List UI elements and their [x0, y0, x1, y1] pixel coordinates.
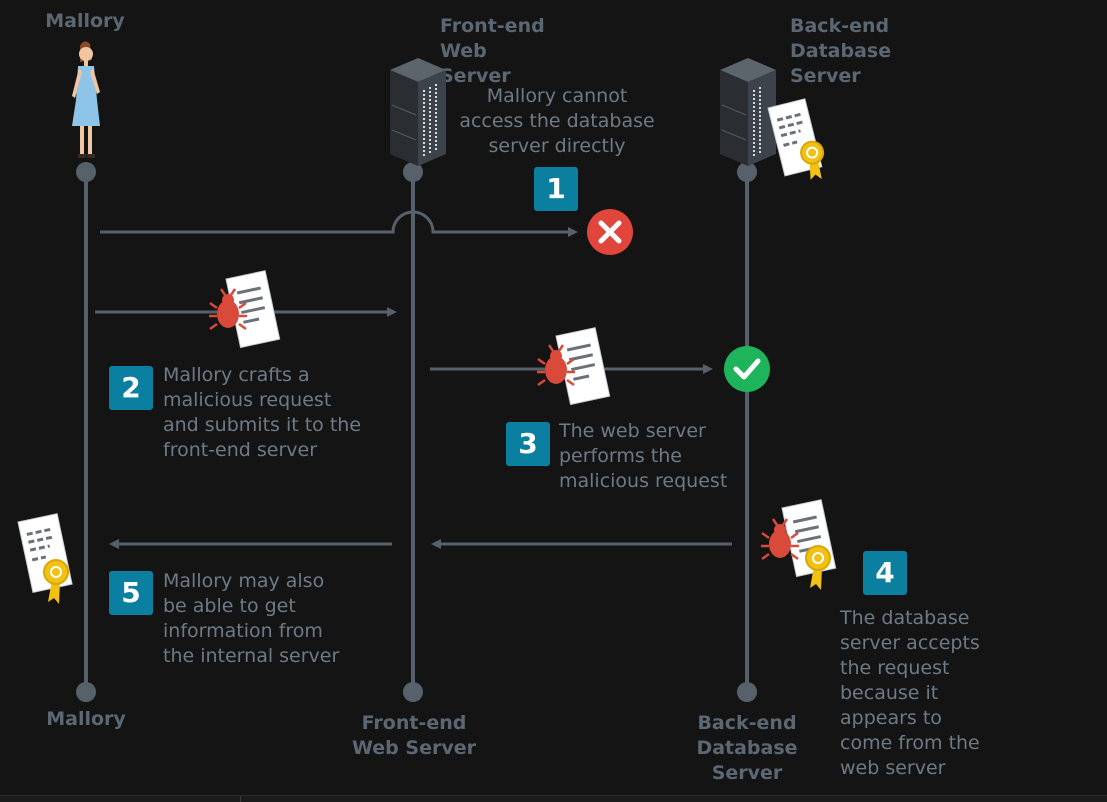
success-icon [724, 346, 770, 392]
bottom-divider [0, 795, 1107, 802]
lifeline-mallory [76, 162, 96, 702]
leaked-certificate-icon [17, 513, 73, 594]
step-badge-3: 3 [506, 422, 550, 466]
lifeline-frontend [403, 162, 423, 702]
step-badge-1: 1 [534, 167, 578, 211]
bug-icon [209, 288, 247, 331]
lifeline-backend [737, 162, 757, 702]
bug-icon [761, 518, 799, 561]
step-badge-4: 4 [863, 551, 907, 595]
divider-tick [240, 796, 241, 802]
actor-label-mallory-bottom: Mallory [46, 708, 126, 730]
backend-server-icon [720, 58, 776, 166]
actor-label-frontend-bottom: Front-end Web Server [352, 712, 476, 759]
step-badge-5: 5 [109, 571, 153, 615]
step-text-1: Mallory cannot access the database serve… [459, 85, 655, 157]
actor-label-mallory-top: Mallory [45, 10, 125, 32]
mallory-person-icon [72, 41, 100, 158]
step-badge-2: 2 [109, 366, 153, 410]
actor-label-frontend-top: Front-end Web Server [440, 15, 545, 87]
malicious-request-doc-icon [225, 270, 281, 349]
response-doc-icon [781, 499, 837, 578]
step-text-3: The web server performs the malicious re… [559, 420, 728, 492]
error-icon [587, 209, 633, 255]
arrow-direct-attempt [100, 210, 578, 237]
seal-icon [805, 545, 831, 590]
actor-label-backend-top: Back-end Database Server [790, 15, 892, 87]
forwarded-request-doc-icon [555, 327, 611, 406]
bug-icon [537, 344, 575, 387]
certificate-icon [767, 98, 825, 180]
frontend-server-icon [390, 58, 446, 166]
actor-label-backend-bottom: Back-end Database Server [696, 712, 798, 784]
seal-icon [43, 559, 69, 604]
step-text-2: Mallory crafts a malicious request and s… [163, 364, 362, 461]
step-text-4: The database server accepts the request … [840, 607, 980, 779]
step-text-5: Mallory may also be able to get informat… [163, 570, 340, 667]
